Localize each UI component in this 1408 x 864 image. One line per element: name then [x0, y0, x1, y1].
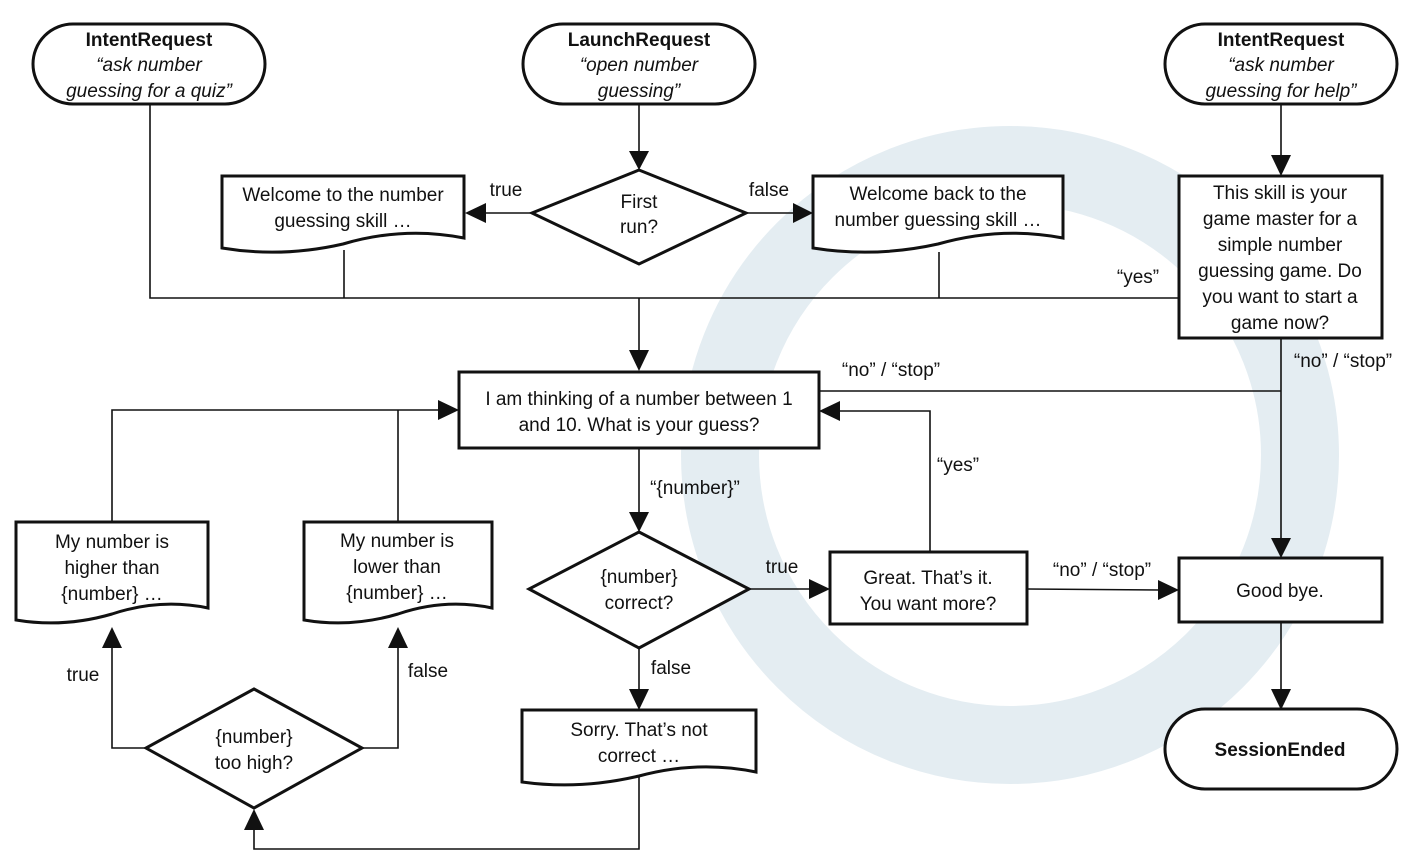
arrowhead-too-high [244, 809, 264, 830]
connectors [111, 104, 1282, 850]
arrowhead-help [1271, 155, 1291, 176]
label-too-high-false: false [408, 661, 448, 682]
label-thinking-no-stop: “no” / “stop” [842, 360, 940, 381]
edge-merge-bus [149, 104, 1178, 299]
arrowhead-goodbye-left [1158, 580, 1179, 600]
intent-quiz-line-1: “ask number [96, 55, 202, 76]
arrowhead-lower [388, 627, 408, 648]
first-run-line-2: run? [620, 217, 658, 238]
intent-help-line-2: guessing for help” [1205, 81, 1358, 102]
edge-great-no-stop [1026, 588, 1161, 591]
welcome-back-line-1: Welcome back to the [849, 184, 1026, 205]
decision-first-run [528, 168, 750, 266]
edge-sorry-to-too-high [253, 770, 640, 850]
label-help-no-stop: “no” / “stop” [1294, 351, 1392, 372]
great-line-2: You want more? [860, 594, 997, 615]
label-great-no-stop: “no” / “stop” [1053, 560, 1151, 581]
terminator-session-ended [1163, 707, 1399, 791]
label-correct-false: false [651, 658, 691, 679]
welcome-back-line-2: number guessing skill … [835, 210, 1042, 231]
lower-line-2: lower than [353, 557, 441, 578]
help-line-6: game now? [1231, 313, 1329, 334]
great-line-1: Great. That’s it. [863, 568, 992, 589]
label-first-run-false: false [749, 180, 789, 201]
session-ended-title: SessionEnded [1215, 740, 1346, 761]
document-higher [14, 520, 210, 625]
arrowhead-session-ended [1271, 689, 1291, 710]
higher-line-2: higher than [64, 558, 159, 579]
terminator-intent-quiz [31, 22, 267, 106]
arrowheads [102, 151, 1291, 830]
label-great-yes: “yes” [937, 455, 979, 476]
intent-help-title: IntentRequest [1218, 30, 1345, 51]
terminator-intent-help [1163, 22, 1399, 106]
shapes [14, 22, 1399, 810]
help-line-5: you want to start a [1202, 287, 1358, 308]
help-line-4: guessing game. Do [1198, 261, 1362, 282]
help-line-2: game master for a [1203, 209, 1358, 230]
decision-too-high [142, 687, 366, 810]
label-help-yes: “yes” [1117, 267, 1159, 288]
thinking-line-2: and 10. What is your guess? [519, 415, 760, 436]
edge-labels: true false “yes” “no” / “stop” “no” / “s… [67, 180, 1392, 686]
welcome-line-1: Welcome to the number [242, 185, 444, 206]
process-help [1177, 174, 1384, 340]
first-run-line-1: First [621, 192, 659, 213]
process-great [828, 550, 1029, 626]
document-lower [302, 520, 494, 625]
edge-too-high-false [362, 646, 399, 749]
watermark-ring [681, 126, 1339, 784]
launch-line-1: “open number [580, 55, 699, 76]
sorry-line-2: correct … [598, 746, 680, 767]
arrowhead-welcome [465, 203, 486, 223]
node-labels: IntentRequest “ask number guessing for a… [55, 30, 1362, 774]
arrowhead-welcome-back [793, 203, 813, 223]
process-goodbye [1177, 556, 1384, 624]
arrowhead-thinking-left [438, 400, 459, 420]
label-too-high-true: true [67, 665, 100, 686]
intent-help-line-1: “ask number [1228, 55, 1334, 76]
intent-quiz-line-2: guessing for a quiz” [66, 81, 233, 102]
arrowhead-sorry [629, 689, 649, 710]
document-welcome-back [811, 174, 1065, 254]
higher-line-3: {number} … [61, 584, 162, 605]
arrowhead-higher [102, 627, 122, 648]
too-high-line-2: too high? [215, 753, 293, 774]
edge-too-high-true [111, 646, 146, 749]
sorry-line-1: Sorry. That’s not [570, 720, 708, 741]
document-sorry [520, 708, 758, 787]
decision-correct [525, 530, 753, 650]
label-number-guess: “{number}” [650, 478, 740, 499]
process-thinking [457, 370, 821, 450]
arrowhead-great [809, 579, 830, 599]
arrowhead-thinking-top [629, 350, 649, 371]
correct-line-2: correct? [605, 593, 674, 614]
lower-line-3: {number} … [346, 583, 447, 604]
terminator-launch [521, 22, 757, 106]
edge-higher-to-thinking [111, 409, 440, 522]
label-first-run-true: true [490, 180, 523, 201]
too-high-line-1: {number} [215, 727, 292, 748]
arrowhead-thinking-right [819, 401, 840, 421]
launch-title: LaunchRequest [568, 30, 711, 51]
higher-line-1: My number is [55, 532, 169, 553]
help-line-3: simple number [1218, 235, 1343, 256]
edge-great-yes [838, 410, 931, 551]
launch-line-2: guessing” [598, 81, 682, 102]
welcome-line-2: guessing skill … [274, 211, 411, 232]
document-welcome [220, 174, 466, 254]
label-correct-true: true [766, 557, 799, 578]
arrowhead-first-run [629, 151, 649, 170]
arrowhead-correct [629, 512, 649, 532]
correct-line-1: {number} [600, 567, 677, 588]
arrowhead-goodbye-top [1271, 538, 1291, 558]
intent-quiz-title: IntentRequest [86, 30, 213, 51]
lower-line-1: My number is [340, 531, 454, 552]
help-line-1: This skill is your [1213, 183, 1348, 204]
thinking-line-1: I am thinking of a number between 1 [485, 389, 792, 410]
goodbye-line-1: Good bye. [1236, 581, 1324, 602]
